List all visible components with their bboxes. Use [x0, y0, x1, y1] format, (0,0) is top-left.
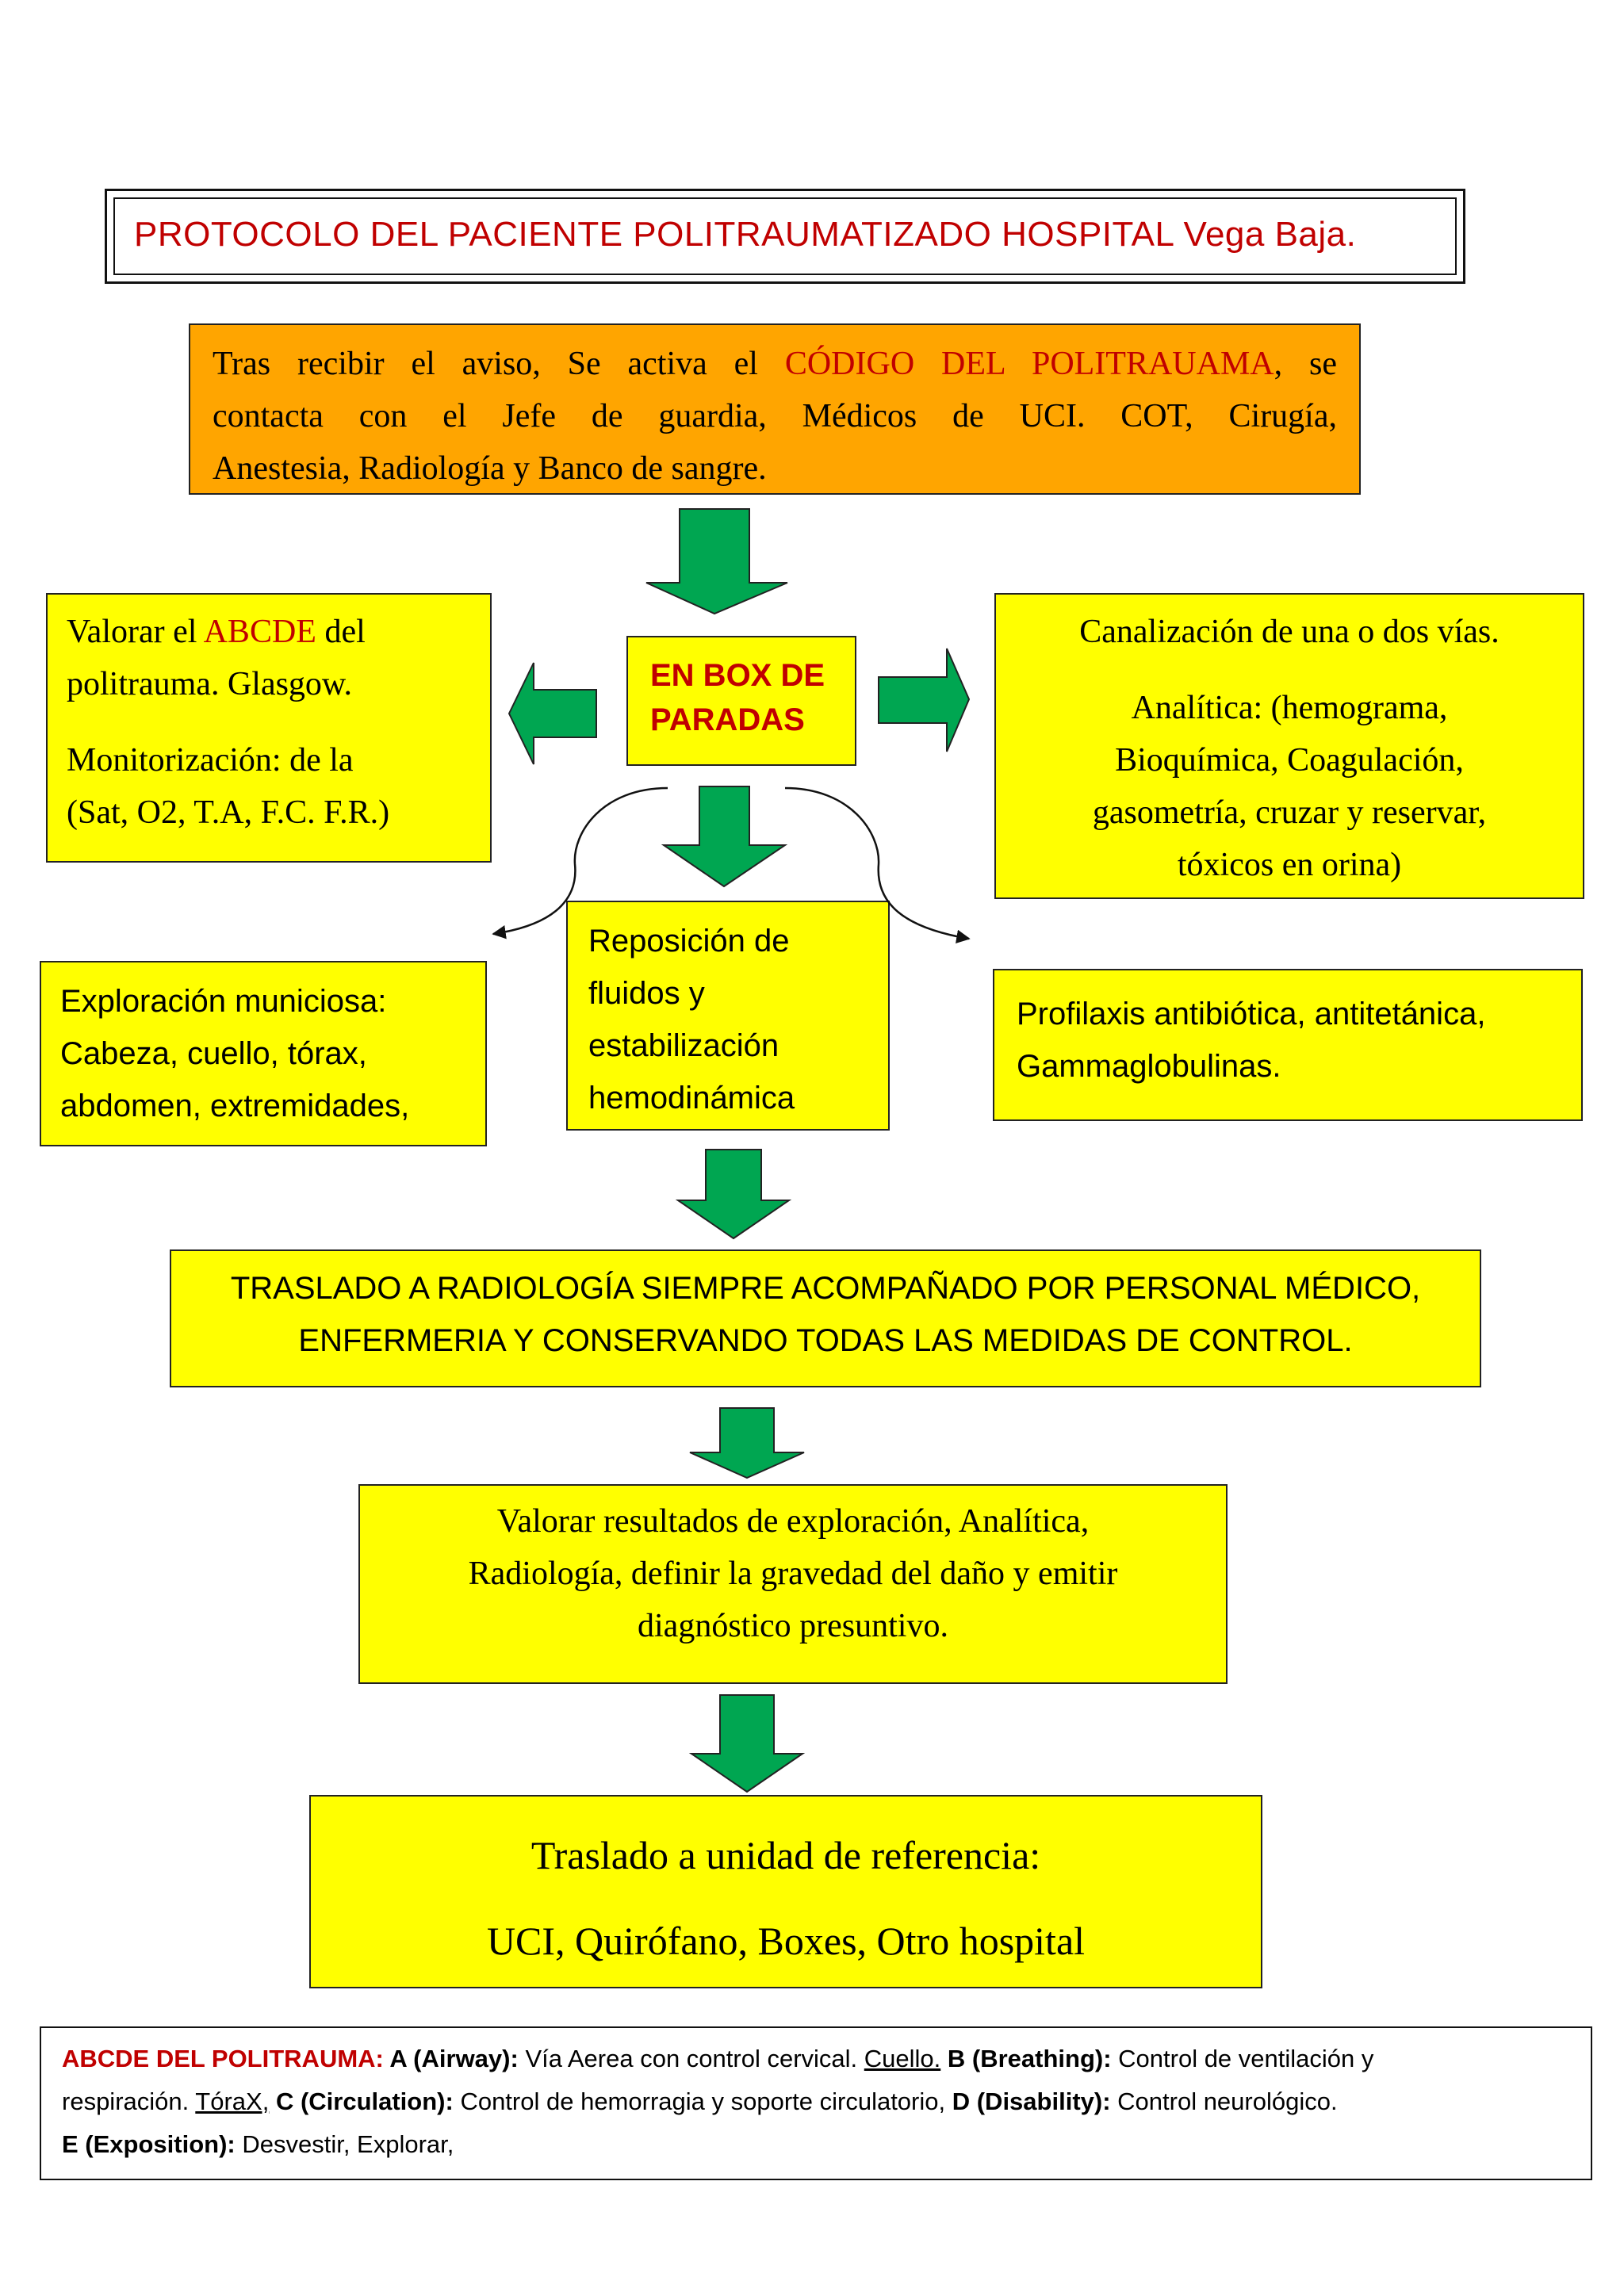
traslado-line-2: ENFERMERIA Y CONSERVANDO TODAS LAS MEDID… [298, 1323, 1353, 1358]
box-paradas-line-2: PARADAS [650, 702, 805, 737]
page-title: PROTOCOLO DEL PACIENTE POLITRAUMATIZADO … [134, 215, 1357, 254]
activation-text-1: Tras recibir el aviso, Se activa el [213, 346, 785, 382]
canal-line-5: tóxicos en orina) [1177, 847, 1402, 883]
legend-b-text: Control de ventilación y [1111, 2045, 1374, 2072]
legend-a-label: A (Airway): [383, 2045, 519, 2072]
abcde-line-4: (Sat, O2, T.A, F.C. F.R.) [67, 794, 390, 831]
explor-line-1: Exploración municiosa: [60, 984, 387, 1019]
canal-line-3: Bioquímica, Coagulación, [1115, 742, 1464, 779]
arrow-down-3 [675, 1149, 792, 1240]
abcde-legend: ABCDE DEL POLITRAUMA: A (Airway): Vía Ae… [40, 2026, 1592, 2180]
abcde-line-3: Monitorización: de la [67, 742, 354, 779]
title-frame: PROTOCOLO DEL PACIENTE POLITRAUMATIZADO … [105, 189, 1465, 284]
arrow-right [878, 648, 971, 752]
profil-line-1: Profilaxis antibiótica, antitetánica, [1017, 997, 1486, 1031]
canal-line-1: Canalización de una o dos vías. [1079, 614, 1500, 650]
fluid-line-1: Reposición de [588, 924, 790, 959]
explor-line-2: Cabeza, cuello, tórax, [60, 1036, 367, 1071]
legend-c-text: Control de hemorragia y soporte circulat… [453, 2087, 952, 2115]
codigo-politrauma-label: CÓDIGO DEL POLITRAUAMA [784, 346, 1274, 382]
arrow-down-5 [688, 1694, 806, 1793]
reposicion-fluidos-box: Reposición de fluidos y estabilización h… [566, 901, 890, 1131]
fluid-line-3: estabilización [588, 1028, 779, 1063]
abcde-text: Valorar el [67, 614, 204, 650]
activation-text-1-tail: , se [1274, 346, 1337, 382]
arrow-left [508, 662, 597, 765]
legend-b-word: TóraX, [195, 2087, 270, 2115]
abcde-line-2: politrauma. Glasgow. [67, 666, 353, 702]
traslado-radiologia-box: TRASLADO A RADIOLOGÍA SIEMPRE ACOMPAÑADO… [170, 1249, 1481, 1387]
fluid-line-2: fluidos y [588, 976, 705, 1011]
canalizacion-box: Canalización de una o dos vías. Analític… [994, 593, 1584, 899]
legend-line-2: respiración. TóraX, C (Circulation): Con… [62, 2080, 1570, 2123]
arrow-down-2 [661, 786, 788, 888]
legend-d-text: Control neurológico. [1110, 2087, 1338, 2115]
explor-line-3: abdomen, extremidades, [60, 1089, 410, 1123]
unidad-line-2: UCI, Quirófano, Boxes, Otro hospital [486, 1919, 1086, 1963]
abcde-highlight: ABCDE [203, 614, 316, 650]
arrow-down-4 [689, 1407, 805, 1479]
valorar-line-2: Radiología, definir la gravedad del daño… [468, 1556, 1118, 1592]
legend-e-text: Desvestir, Explorar, [235, 2130, 454, 2158]
curved-connector-left [492, 786, 668, 939]
legend-d-label: D (Disability): [952, 2087, 1111, 2115]
activation-line-3: Anestesia, Radiología y Banco de sangre. [213, 450, 767, 487]
legend-b-label: B (Breathing): [940, 2045, 1112, 2072]
legend-a-text: Vía Aerea con control cervical. [518, 2045, 864, 2072]
canal-line-4: gasometría, cruzar y reservar, [1092, 794, 1487, 831]
activation-line-1: Tras recibir el aviso, Se activa el CÓDI… [213, 338, 1337, 390]
legend-line-3: E (Exposition): Desvestir, Explorar, [62, 2123, 1570, 2166]
arrow-down-1 [645, 508, 788, 615]
title-inner-border [113, 197, 1457, 275]
legend-line-1: ABCDE DEL POLITRAUMA: A (Airway): Vía Ae… [62, 2038, 1570, 2080]
exploracion-box: Exploración municiosa: Cabeza, cuello, t… [40, 961, 487, 1146]
abcde-line-1: Valorar el ABCDE del [67, 606, 471, 658]
fluid-line-4: hemodinámica [588, 1081, 795, 1115]
traslado-unidad-box: Traslado a unidad de referencia: UCI, Qu… [309, 1795, 1262, 1988]
activation-line-2: contacta con el Jefe de guardia, Médicos… [213, 398, 1337, 434]
canal-line-2: Analítica: (hemograma, [1131, 690, 1448, 726]
legend-c-label: C (Circulation): [269, 2087, 454, 2115]
profilaxis-box: Profilaxis antibiótica, antitetánica, Ga… [993, 969, 1583, 1121]
valorar-line-1: Valorar resultados de exploración, Analí… [496, 1503, 1090, 1540]
legend-a-word: Cuello. [864, 2045, 941, 2072]
curved-connector-right [784, 786, 971, 943]
unidad-line-1: Traslado a unidad de referencia: [530, 1833, 1041, 1877]
traslado-line-1: TRASLADO A RADIOLOGÍA SIEMPRE ACOMPAÑADO… [230, 1271, 1421, 1306]
abcde-assessment-box: Valorar el ABCDE del politrauma. Glasgow… [46, 593, 492, 863]
valorar-line-3: diagnóstico presuntivo. [638, 1608, 948, 1644]
abcde-text-tail: del [316, 614, 366, 650]
box-paradas: EN BOX DE PARADAS [626, 636, 856, 766]
legend-b-text-2: respiración. [62, 2087, 196, 2115]
profil-line-2: Gammaglobulinas. [1017, 1049, 1281, 1084]
legend-e-label: E (Exposition): [62, 2130, 236, 2158]
activation-box: Tras recibir el aviso, Se activa el CÓDI… [189, 323, 1361, 495]
legend-heading: ABCDE DEL POLITRAUMA: [62, 2045, 384, 2072]
valorar-resultados-box: Valorar resultados de exploración, Analí… [358, 1484, 1228, 1684]
box-paradas-line-1: EN BOX DE [650, 658, 825, 693]
